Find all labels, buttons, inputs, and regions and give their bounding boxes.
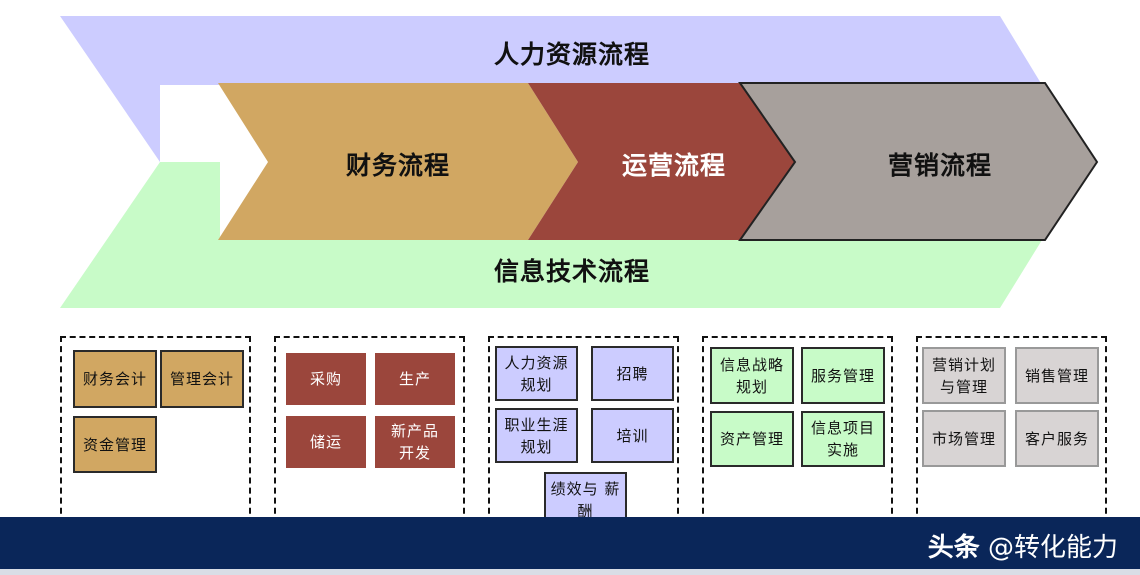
hr-process-label: 人力资源流程	[494, 40, 651, 69]
it-box-strategy-planning: 信息战略 规划	[710, 347, 794, 404]
hr-box-training: 培训	[591, 408, 674, 463]
it-group: 信息战略 规划 服务管理 资产管理 信息项目 实施	[702, 336, 893, 534]
operations-chevron	[528, 83, 795, 240]
marketing-box-market-management: 市场管理	[922, 410, 1006, 467]
marketing-box-sales: 销售管理	[1015, 347, 1099, 404]
it-process-band	[60, 162, 1042, 308]
watermark: 头条 @转化能力	[928, 527, 1118, 564]
footer-bar	[0, 517, 1140, 569]
it-box-asset-management: 资产管理	[710, 411, 794, 467]
finance-box-accounting: 财务会计	[73, 350, 157, 408]
operations-box-new-product: 新产品 开发	[373, 414, 457, 470]
finance-group: 财务会计 管理会计 资金管理	[60, 336, 251, 534]
operations-process-label: 运营流程	[622, 151, 727, 180]
operations-group: 采购 生产 储运 新产品 开发	[274, 336, 465, 534]
watermark-brand: 头条	[927, 533, 980, 563]
watermark-handle: @转化能力	[987, 533, 1118, 563]
it-box-project-implementation: 信息项目 实施	[801, 411, 885, 467]
marketing-box-customer-service: 客户服务	[1015, 410, 1099, 467]
operations-box-procurement: 采购	[284, 351, 368, 407]
finance-box-treasury: 资金管理	[73, 416, 157, 473]
marketing-box-planning: 营销计划 与管理	[922, 347, 1006, 404]
operations-box-production: 生产	[373, 351, 457, 407]
marketing-chevron	[738, 82, 1099, 241]
it-process-label: 信息技术流程	[494, 257, 651, 286]
marketing-group: 营销计划 与管理 销售管理 市场管理 客户服务	[916, 336, 1107, 534]
marketing-process-label: 营销流程	[888, 151, 993, 180]
operations-box-logistics: 储运	[284, 414, 368, 470]
hr-box-career-planning: 职业生涯 规划	[495, 408, 578, 463]
hr-box-recruiting: 招聘	[591, 346, 674, 401]
hr-box-planning: 人力资源 规划	[495, 346, 578, 401]
it-box-service-management: 服务管理	[801, 347, 885, 404]
hr-process-band	[60, 16, 1042, 162]
footer-strip	[0, 569, 1140, 575]
finance-chevron	[218, 83, 578, 240]
finance-box-management-accounting: 管理会计	[160, 350, 244, 408]
finance-process-label: 财务流程	[346, 151, 451, 180]
hr-group: 人力资源 规划 招聘 职业生涯 规划 培训 绩效与 薪 酬	[488, 336, 679, 534]
process-diagram	[60, 16, 1099, 308]
